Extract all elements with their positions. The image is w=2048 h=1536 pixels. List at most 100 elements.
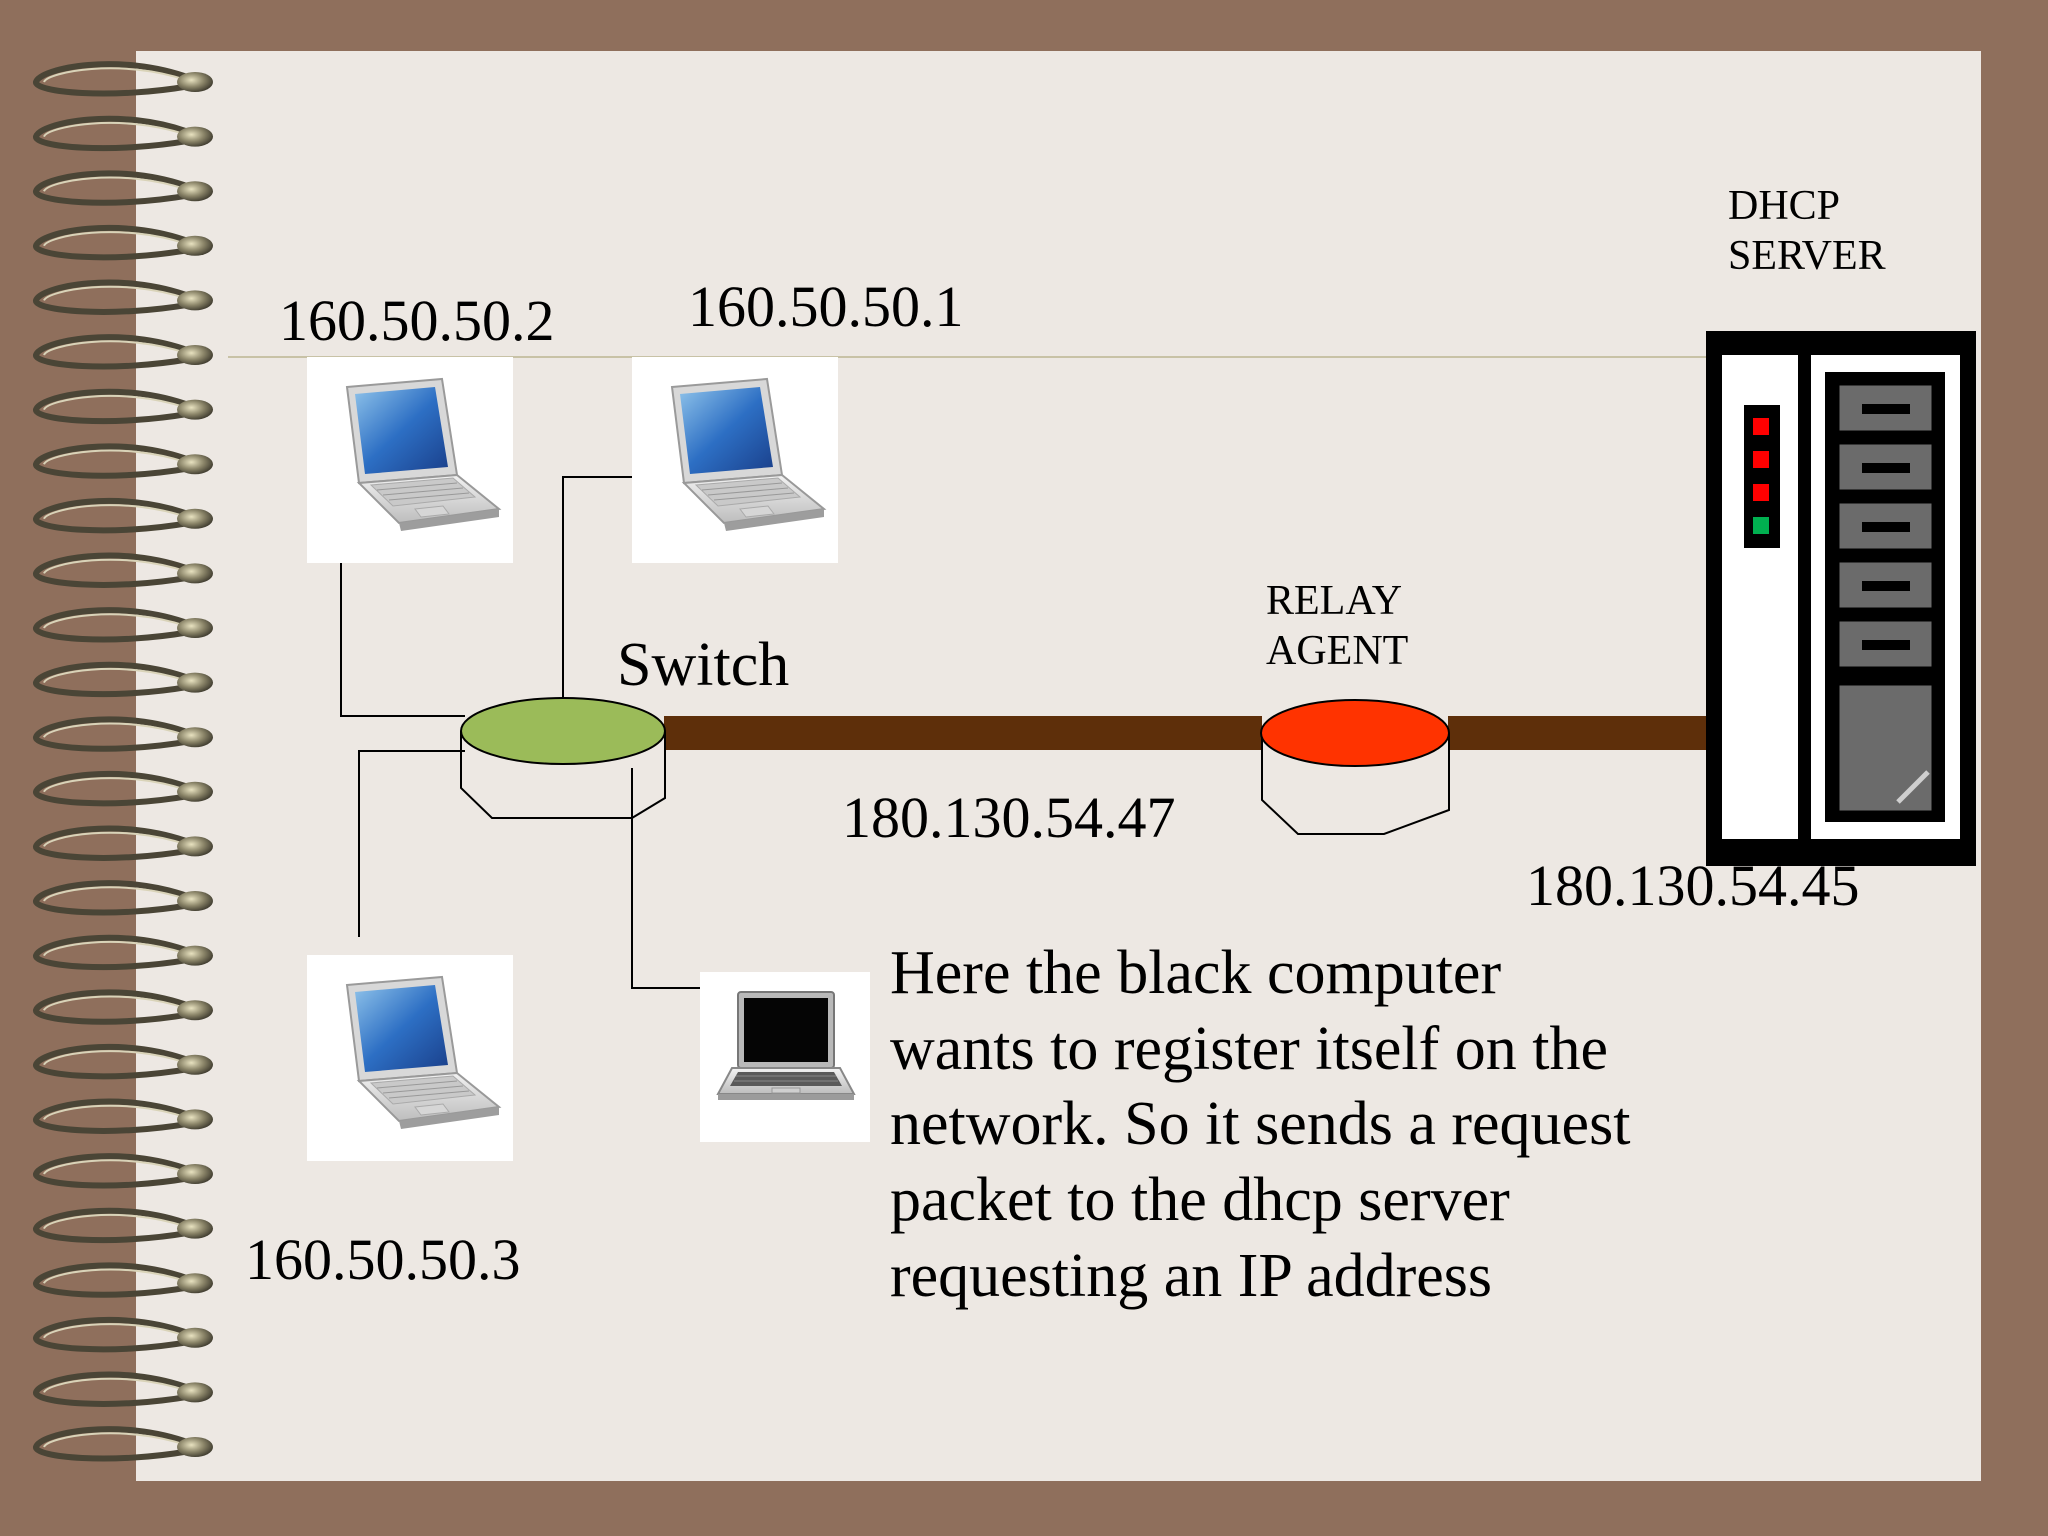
- black-laptop-icon: [716, 991, 856, 1100]
- spiral-ring: [33, 1044, 192, 1080]
- spiral-ring: [33, 1426, 192, 1462]
- spiral-ring: [33, 607, 192, 643]
- spiral-binding-icon: [33, 61, 213, 1462]
- spiral-hole: [177, 891, 213, 911]
- laptop-icon: [671, 378, 825, 532]
- spiral-ring-highlight: [43, 886, 187, 902]
- spiral-hole: [177, 1000, 213, 1021]
- spiral-ring-highlight: [43, 1213, 187, 1230]
- spiral-ring: [33, 61, 192, 97]
- spiral-hole: [177, 508, 213, 529]
- spiral-ring: [33, 170, 192, 206]
- switch-icon: [460, 697, 666, 819]
- spiral-ring: [33, 225, 192, 261]
- spiral-ring-highlight: [43, 1104, 187, 1121]
- slide-background: [136, 51, 1981, 1481]
- spiral-hole: [177, 399, 213, 420]
- spiral-ring-highlight: [43, 831, 187, 848]
- spiral-ring: [33, 934, 192, 971]
- spiral-ring-highlight: [43, 667, 187, 684]
- spiral-ring-highlight: [43, 995, 187, 1011]
- spiral-hole: [177, 290, 213, 311]
- ip-switch-relay-link: 180.130.54.47: [842, 785, 1176, 850]
- spiral-ring-highlight: [43, 777, 187, 793]
- spiral-hole: [177, 1164, 213, 1184]
- spiral-hole: [177, 1327, 213, 1348]
- spiral-ring: [33, 1098, 192, 1134]
- spiral-hole: [177, 1273, 213, 1294]
- laptop-bottom-left[interactable]: [307, 955, 513, 1161]
- spiral-ring-highlight: [43, 1159, 187, 1175]
- spiral-hole: [177, 126, 213, 147]
- spiral-hole: [177, 72, 213, 92]
- spiral-ring-highlight: [43, 1432, 187, 1448]
- spiral-ring: [33, 1317, 192, 1353]
- spiral-ring: [33, 716, 192, 752]
- spiral-hole: [177, 181, 213, 202]
- spiral-hole: [177, 563, 213, 584]
- spiral-hole: [177, 1054, 213, 1075]
- ip-relay-server-link: 180.130.54.45: [1526, 853, 1860, 918]
- dhcp-server-label: DHCP SERVER: [1728, 183, 1886, 280]
- laptop-top-left[interactable]: [307, 357, 513, 563]
- spiral-ring: [33, 443, 192, 479]
- spiral-ring: [33, 115, 192, 152]
- spiral-ring-highlight: [43, 449, 187, 465]
- spiral-ring-highlight: [43, 176, 187, 192]
- switch-relay-link: [664, 716, 1262, 750]
- spiral-hole: [177, 1109, 213, 1130]
- spiral-hole: [177, 618, 213, 638]
- spiral-ring-highlight: [43, 285, 187, 302]
- spiral-ring: [33, 880, 192, 916]
- laptop-icon: [346, 976, 500, 1130]
- spiral-ring-highlight: [43, 1268, 187, 1284]
- ip-pc-top-right: 160.50.50.1: [688, 274, 964, 339]
- spiral-ring: [33, 989, 192, 1025]
- spiral-ring: [33, 334, 192, 370]
- spiral-hole: [177, 781, 213, 802]
- spiral-ring: [33, 1262, 192, 1298]
- server-icon: [1706, 331, 1976, 866]
- spiral-ring-highlight: [43, 121, 187, 138]
- laptop-top-right[interactable]: [632, 357, 838, 563]
- spiral-hole: [177, 235, 213, 256]
- spiral-ring-highlight: [43, 504, 187, 520]
- spiral-ring: [33, 1371, 192, 1407]
- spiral-hole: [177, 945, 213, 966]
- spiral-ring: [33, 661, 192, 698]
- switch-label: Switch: [617, 631, 790, 699]
- spiral-ring: [33, 388, 192, 425]
- spiral-ring-highlight: [43, 340, 187, 356]
- black-laptop[interactable]: [700, 972, 870, 1142]
- spiral-hole: [177, 1382, 213, 1403]
- ip-pc-top-left: 160.50.50.2: [279, 288, 555, 353]
- spiral-hole: [177, 727, 213, 748]
- spiral-hole: [177, 1437, 213, 1457]
- spiral-ring: [33, 498, 192, 534]
- relay-agent-label: RELAY AGENT: [1266, 578, 1409, 675]
- spiral-ring: [33, 825, 192, 861]
- spiral-ring-highlight: [43, 394, 187, 411]
- spiral-ring-highlight: [43, 940, 187, 957]
- spiral-ring: [33, 1153, 192, 1189]
- spiral-ring-highlight: [43, 1323, 187, 1339]
- spiral-ring: [33, 279, 192, 315]
- spiral-ring: [33, 771, 192, 807]
- spiral-hole: [177, 454, 213, 475]
- spiral-ring-highlight: [43, 558, 187, 575]
- spiral-ring-highlight: [43, 613, 187, 629]
- lan-wires: [340, 476, 700, 989]
- spiral-ring: [33, 552, 192, 588]
- spiral-ring-highlight: [43, 231, 187, 247]
- spiral-ring-highlight: [43, 1050, 187, 1066]
- laptop-icon: [346, 378, 500, 532]
- spiral-ring: [33, 1207, 192, 1244]
- relay-agent-icon: [1260, 699, 1450, 835]
- spiral-ring-highlight: [43, 67, 187, 83]
- spiral-hole: [177, 345, 213, 365]
- spiral-hole: [177, 672, 213, 693]
- ip-pc-bottom-left: 160.50.50.3: [245, 1227, 521, 1292]
- spiral-ring-highlight: [43, 722, 187, 738]
- spiral-hole: [177, 836, 213, 857]
